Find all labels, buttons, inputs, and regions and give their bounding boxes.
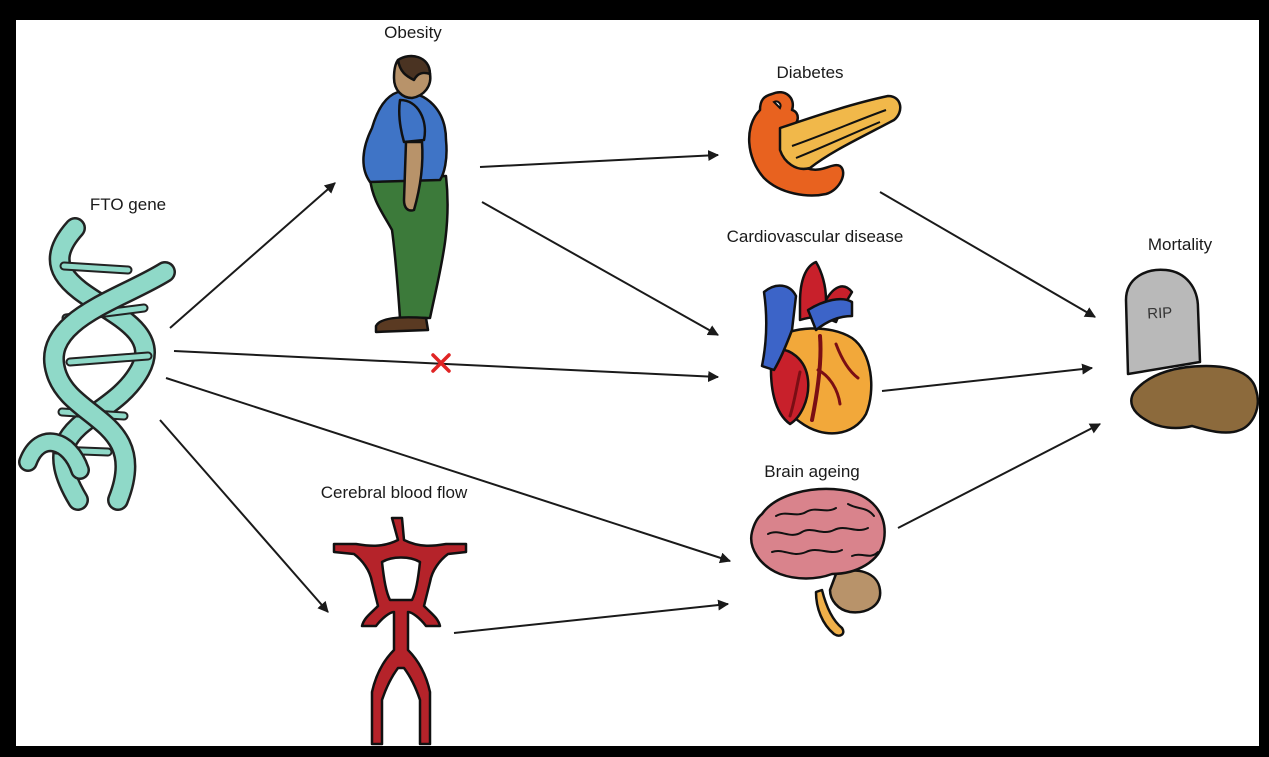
label-brain-ageing: Brain ageing	[764, 462, 859, 481]
label-fto-gene: FTO gene	[90, 195, 166, 214]
label-mortality: Mortality	[1148, 235, 1213, 254]
label-cerebral-blood-flow: Cerebral blood flow	[321, 483, 468, 502]
label-cardiovascular-disease: Cardiovascular disease	[727, 227, 904, 246]
tombstone-rip-text: RIP	[1147, 304, 1173, 322]
diagram-canvas	[16, 20, 1259, 746]
label-obesity: Obesity	[384, 23, 442, 42]
label-diabetes: Diabetes	[776, 63, 843, 82]
